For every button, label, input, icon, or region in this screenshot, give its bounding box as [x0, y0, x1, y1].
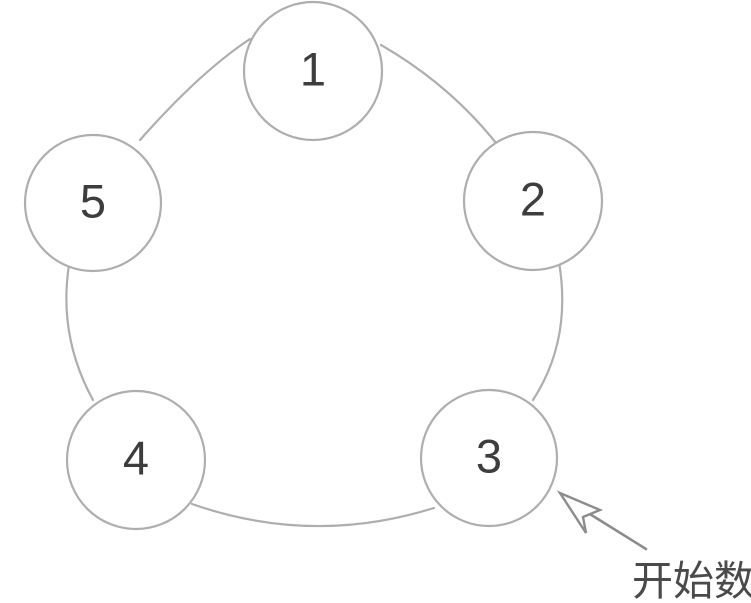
node-2-label: 2	[520, 172, 546, 225]
link-node5-node1	[138, 37, 252, 142]
node-1-circle[interactable]	[242, 0, 384, 142]
node-4-label: 4	[123, 431, 149, 484]
node-1[interactable]: 1	[242, 0, 384, 142]
node-4[interactable]: 4	[65, 389, 207, 531]
arrow-shaft-line	[583, 509, 648, 551]
node-3-label: 3	[476, 429, 502, 482]
node-3[interactable]: 3	[419, 388, 559, 528]
node-2-circle[interactable]	[462, 130, 604, 272]
node-5-label: 5	[80, 174, 106, 227]
node-5-circle[interactable]	[23, 133, 163, 273]
node-2[interactable]: 2	[462, 130, 604, 272]
link-node2-node3	[531, 260, 564, 402]
node-3-circle[interactable]	[419, 388, 559, 528]
annotation-pointer	[556, 490, 648, 551]
node-1-label: 1	[300, 42, 326, 95]
node-4-circle[interactable]	[65, 389, 207, 531]
node-group: 1 2 3 4 5	[23, 0, 604, 531]
link-node1-node2	[379, 43, 502, 150]
arrow-head-icon	[556, 490, 604, 534]
start-count-annotation-label: 开始数	[632, 557, 751, 603]
link-node3-node4	[190, 502, 436, 528]
node-5[interactable]: 5	[23, 133, 163, 273]
link-node4-node5	[65, 263, 95, 402]
link-group	[65, 37, 564, 528]
